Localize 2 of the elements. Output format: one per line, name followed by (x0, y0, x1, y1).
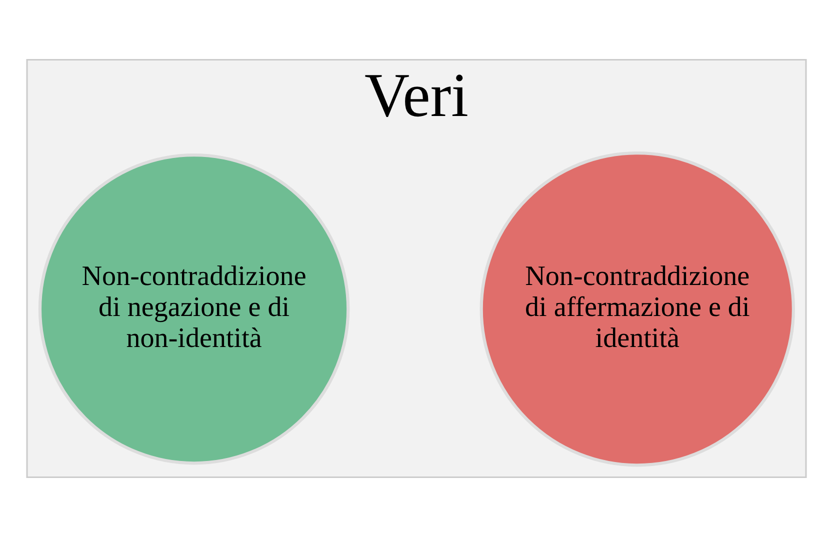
node-circle: Non-contraddizione di negazione e di non-identità (38, 153, 350, 465)
node-circle: Non-contraddizione di affermazione e di identità (480, 151, 795, 467)
